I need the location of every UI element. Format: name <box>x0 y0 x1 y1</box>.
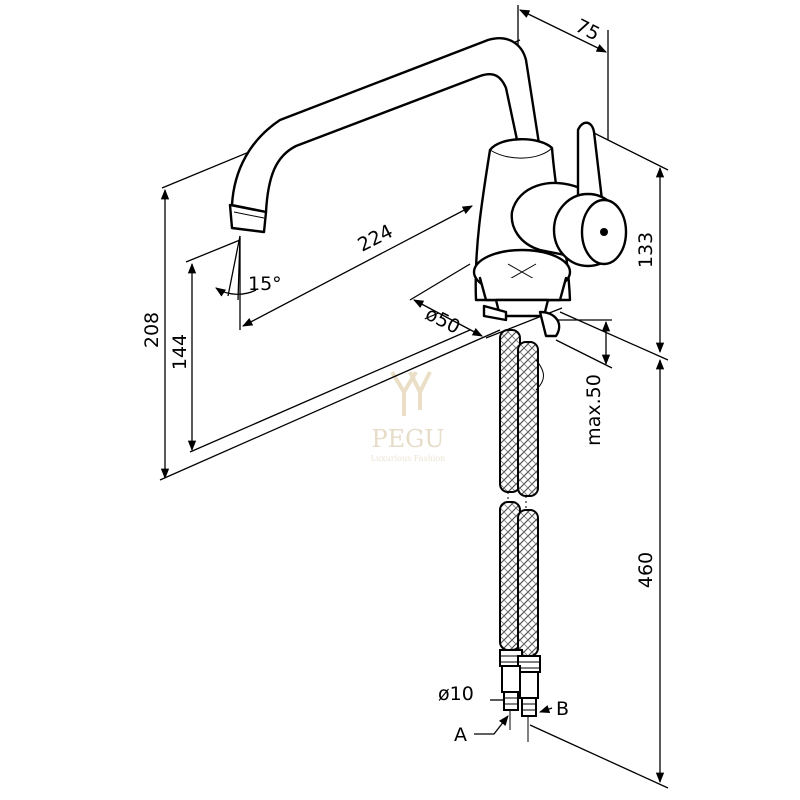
dim-angle: 15° <box>248 273 282 295</box>
dim-460: 460 <box>635 552 657 588</box>
dim-208: 208 <box>141 312 163 348</box>
dim-hose-diameter: ø10 <box>438 683 474 705</box>
dim-224: 224 <box>354 220 396 256</box>
watermark-tagline: Luxurious Fashion <box>371 454 446 463</box>
dim-base-diameter: ø50 <box>422 303 464 339</box>
dim-max50: max.50 <box>583 374 605 446</box>
angle-indicator <box>215 235 257 301</box>
watermark-logo: PEGU Luxurious Fashion <box>371 370 446 463</box>
label-b: B <box>556 698 569 720</box>
hoses-lower <box>499 501 539 657</box>
hose-fittings <box>499 649 541 742</box>
base-plate <box>472 248 572 338</box>
hoses-upper <box>499 329 544 497</box>
lever-handle[interactable] <box>552 121 628 268</box>
connection-leaders <box>474 699 553 735</box>
dim-75: 75 <box>572 15 604 46</box>
dim-133: 133 <box>635 232 657 268</box>
watermark-brand: PEGU <box>371 425 444 453</box>
hose-break <box>507 492 527 508</box>
dimension-line-max50 <box>550 319 613 369</box>
dim-144: 144 <box>169 334 191 370</box>
label-a: A <box>454 724 467 746</box>
